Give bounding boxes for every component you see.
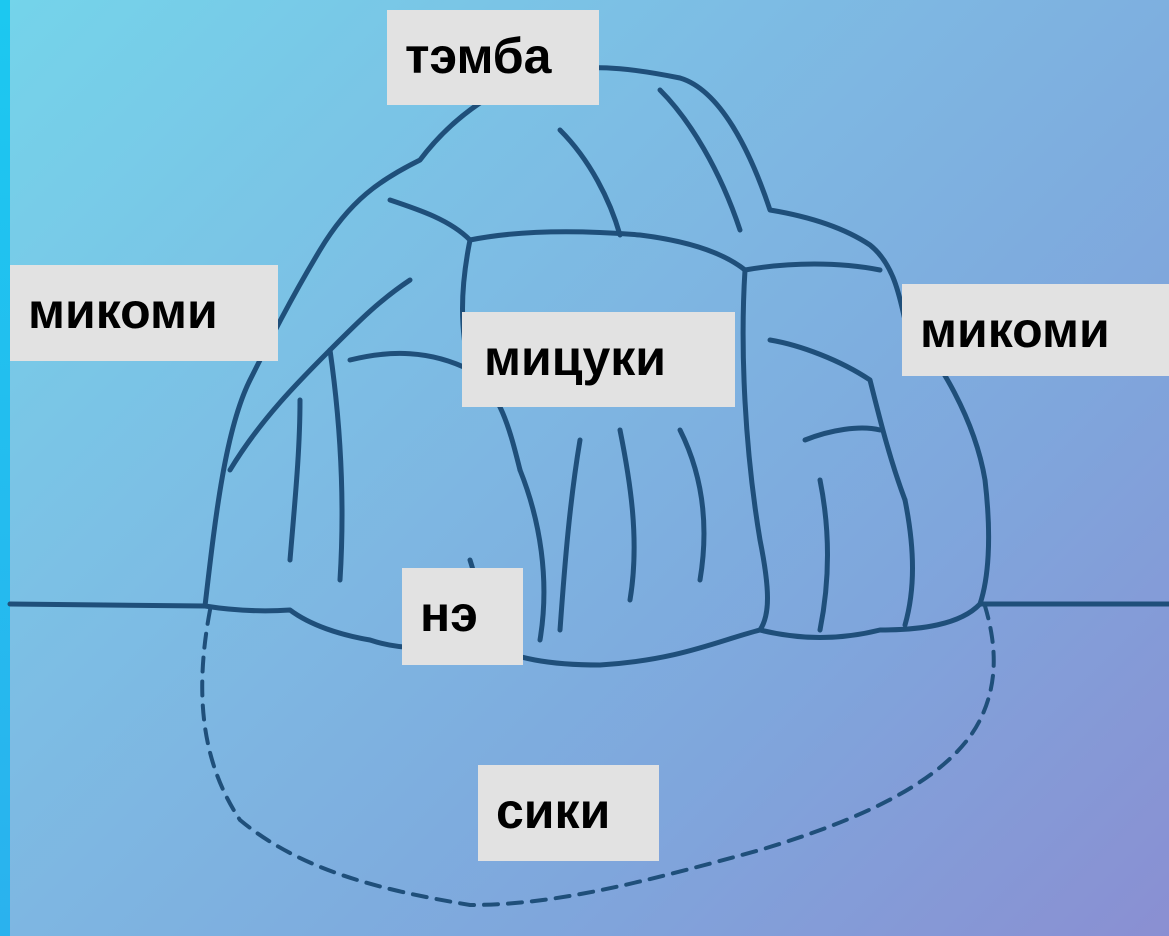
crack-15 [387, 197, 473, 243]
crack-10 [802, 425, 883, 443]
crack-4 [517, 467, 547, 643]
label-right: микоми [902, 284, 1169, 376]
label-top: тэмба [387, 10, 599, 105]
crack-11 [902, 497, 915, 628]
crack-17 [557, 437, 583, 633]
crack-20 [677, 427, 707, 583]
label-waterline: нэ [402, 568, 523, 665]
crack-9 [767, 337, 908, 503]
crack-8 [742, 261, 883, 273]
crack-7 [740, 267, 770, 633]
label-center: мицуки [462, 312, 735, 407]
label-waterline-text: нэ [420, 586, 478, 642]
crack-2 [327, 347, 345, 583]
label-top-text: тэмба [405, 28, 552, 84]
underwater-outline [200, 604, 996, 908]
crack-14 [657, 87, 743, 233]
label-right-text: микоми [920, 302, 1110, 358]
crack-13 [557, 127, 623, 238]
crack-12 [617, 427, 637, 603]
crack-16 [287, 397, 303, 563]
label-bottom: сики [478, 765, 659, 861]
water-line [7, 601, 1169, 609]
label-left-text: микоми [28, 283, 218, 339]
label-left: микоми [10, 265, 278, 361]
crack-19 [817, 477, 830, 633]
label-center-text: мицуки [484, 330, 667, 386]
label-bottom-text: сики [496, 783, 611, 839]
crack-5 [467, 229, 748, 273]
left-edge-strip [0, 0, 10, 936]
